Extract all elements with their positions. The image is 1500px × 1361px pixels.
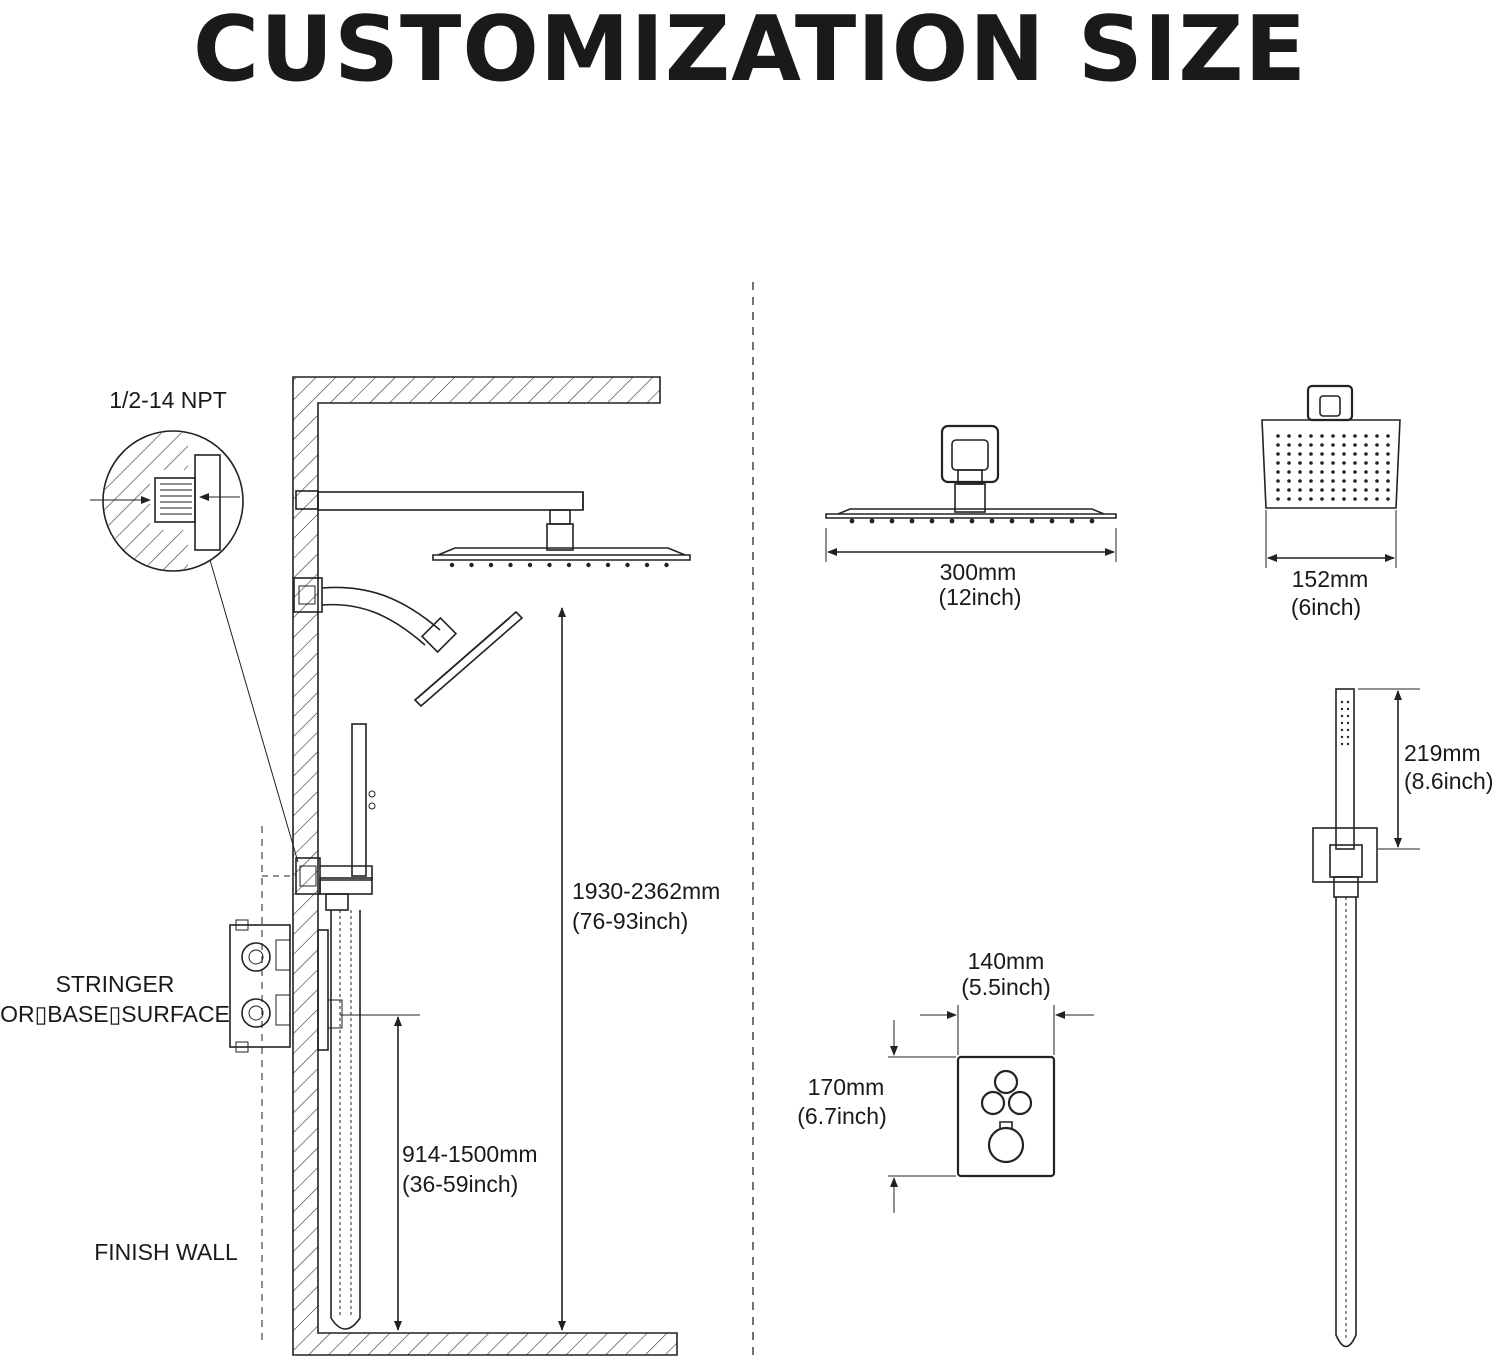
npt-detail-callout bbox=[90, 430, 299, 863]
page-title: CUSTOMIZATION SIZE bbox=[193, 0, 1307, 102]
total-height-in: (76-93inch) bbox=[572, 908, 688, 934]
square-head-bottom-view bbox=[1261, 384, 1401, 568]
valve-height-mm: 914-1500mm bbox=[402, 1141, 538, 1167]
base-surface-label: OR▯BASE▯SURFACE bbox=[0, 1001, 230, 1027]
wall-section bbox=[292, 376, 678, 1356]
control-panel bbox=[888, 1005, 1094, 1213]
handheld-front-view bbox=[1312, 688, 1420, 1348]
head-width-mm: 152mm bbox=[1292, 566, 1369, 592]
stringer-label: STRINGER bbox=[56, 971, 175, 997]
panel-width-mm: 140mm bbox=[968, 948, 1045, 974]
npt-label: 1/2-14 NPT bbox=[109, 387, 227, 413]
rain-width-mm: 300mm bbox=[940, 559, 1017, 585]
finish-wall-label: FINISH WALL bbox=[94, 1239, 238, 1265]
head-width-in: (6inch) bbox=[1291, 594, 1361, 620]
panel-width-in: (5.5inch) bbox=[961, 974, 1050, 1000]
valve-height-in: (36-59inch) bbox=[402, 1171, 518, 1197]
rain-shower-head bbox=[295, 490, 691, 568]
panel-height-mm: 170mm bbox=[808, 1074, 885, 1100]
valve-body bbox=[229, 919, 343, 1053]
rain-head-front-view bbox=[825, 424, 1117, 562]
total-height-mm: 1930-2362mm bbox=[572, 878, 720, 904]
handheld-shower-side bbox=[295, 723, 376, 1330]
rain-width-in: (12inch) bbox=[938, 584, 1021, 610]
handheld-mm: 219mm bbox=[1404, 740, 1481, 766]
handheld-in: (8.6inch) bbox=[1404, 768, 1493, 794]
panel-height-in: (6.7inch) bbox=[797, 1103, 886, 1129]
angled-shower-head bbox=[293, 577, 524, 708]
